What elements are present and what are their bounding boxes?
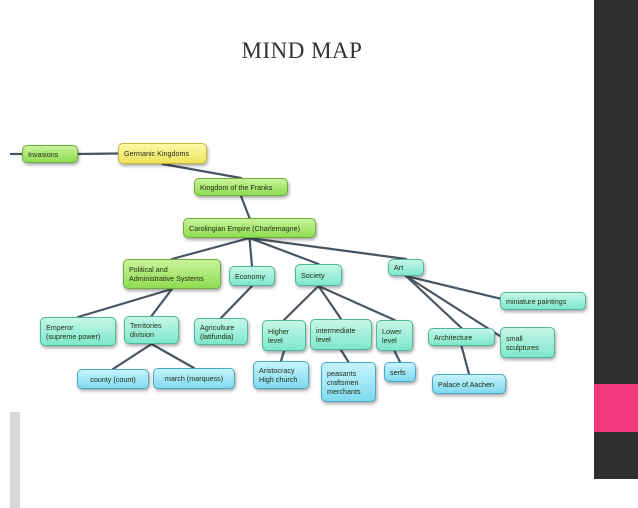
link-society-higher [282,284,320,322]
node-germanic: Germanic Kingdoms [118,143,207,164]
node-economy: Economy [229,266,275,286]
link-carolingian-art [248,236,408,261]
node-peasants: peasants craftsmen merchants [321,362,376,402]
node-political: Political and Administrative Systems [123,259,221,289]
link-architecture-palace [460,344,471,376]
link-lower-serfs [393,349,402,364]
link-intermediate-peasants [339,348,350,364]
link-art-architecture [404,274,463,330]
mind-map-links [10,152,512,376]
node-franks: Kingdom of the Franks [194,178,288,196]
link-territories-county [111,342,153,371]
node-miniature: miniature paintings [500,292,586,310]
node-lower: Lower level [376,320,413,351]
link-invasions-germanic [76,152,120,156]
image-edge-shadow [10,412,20,508]
node-intermediate: intermediate level [310,319,372,350]
link-society-lower [317,284,396,322]
node-territories: Territories division [124,316,179,344]
link-political-territories [150,287,174,318]
link-higher-aristocracy [279,349,286,363]
link-art-miniature [404,274,512,303]
link-carolingian-society [248,236,320,266]
link-society-intermediate [317,284,343,321]
link-carolingian-political [170,236,251,261]
slide-title: MIND MAP [241,38,363,63]
node-society: Society [295,264,342,286]
link-franks-carolingian [239,194,251,220]
node-art: Art [388,259,424,276]
slide-accent-block [594,384,638,432]
link-economy-agriculture [219,284,254,320]
node-sculptures: small sculptures [500,327,555,358]
node-county: county (count) [77,369,149,389]
node-carolingian: Carolingian Empire (Charlemagne) [183,218,316,238]
node-agriculture: Agriculture (latifundia) [194,318,248,345]
node-architecture: Architecture [428,328,495,346]
node-aristocracy: Aristocracy High church [253,361,309,389]
link-territories-march [150,342,196,370]
node-palace: Palace of Aachen [432,374,506,394]
node-higher: Higher level [262,320,306,351]
node-march: march (marquess) [153,368,235,389]
node-emperor: Emperor (supreme power) [40,317,116,346]
link-carolingian-economy [248,236,254,268]
node-invasions: Invasions [22,145,78,163]
link-germanic-franks [161,162,243,180]
node-serfs: serfs [384,362,416,382]
link-political-emperor [76,287,174,319]
